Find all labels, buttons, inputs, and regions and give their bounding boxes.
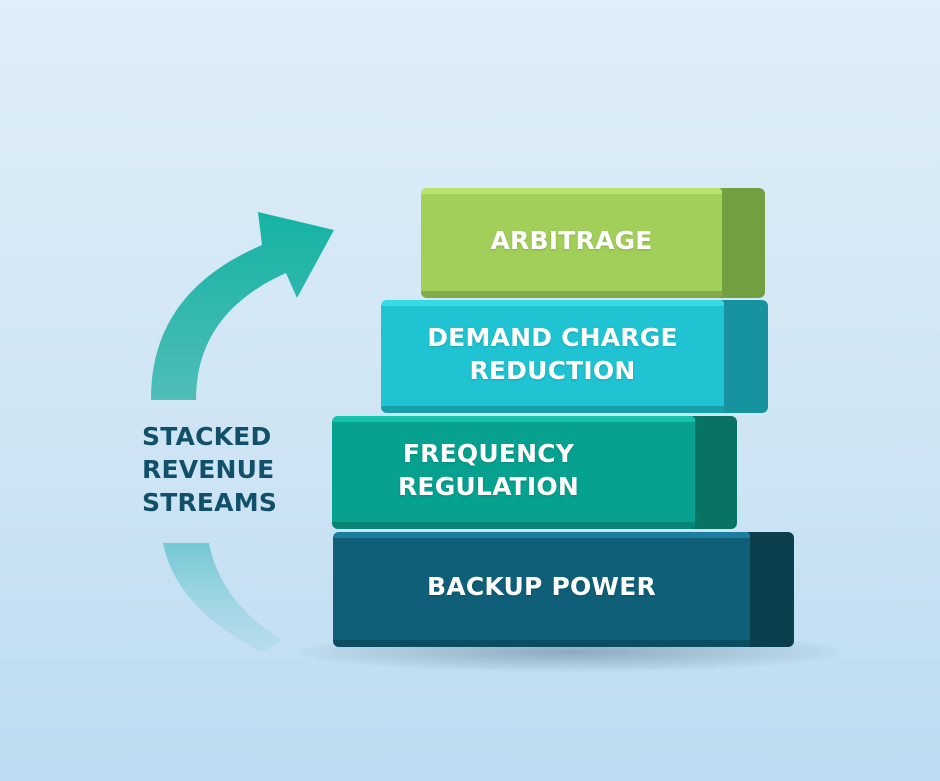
title-line: STACKED (142, 422, 272, 451)
block-label: FREQUENCY REGULATION (398, 437, 579, 503)
block-face: DEMAND CHARGE REDUCTION (381, 300, 724, 413)
block-face: ARBITRAGE (421, 188, 722, 298)
arrow-upper-arc (151, 212, 334, 400)
block-label-line: FREQUENCY (402, 438, 575, 468)
block-label-line: REDUCTION (469, 355, 636, 385)
block-face: FREQUENCY REGULATION (332, 416, 695, 529)
stacked-revenue-streams-label: STACKED REVENUE STREAMS (142, 420, 277, 519)
block-backup-power: BACKUP POWER (333, 532, 794, 647)
block-label: DEMAND CHARGE REDUCTION (427, 321, 678, 387)
block-label: BACKUP POWER (427, 570, 656, 603)
block-label-line: REGULATION (397, 471, 580, 501)
block-frequency-regulation: FREQUENCY REGULATION (332, 416, 737, 529)
title-line: STREAMS (142, 488, 278, 517)
block-label: ARBITRAGE (490, 224, 652, 257)
block-label-line: ARBITRAGE (490, 225, 653, 255)
title-line: REVENUE (142, 455, 275, 484)
block-label-line: DEMAND CHARGE (427, 322, 678, 352)
block-label-line: BACKUP POWER (427, 572, 656, 601)
block-demand-charge-reduction: DEMAND CHARGE REDUCTION (381, 300, 768, 413)
arrow-lower-arc (163, 543, 282, 652)
block-arbitrage: ARBITRAGE (421, 188, 765, 298)
block-face: BACKUP POWER (333, 532, 750, 647)
